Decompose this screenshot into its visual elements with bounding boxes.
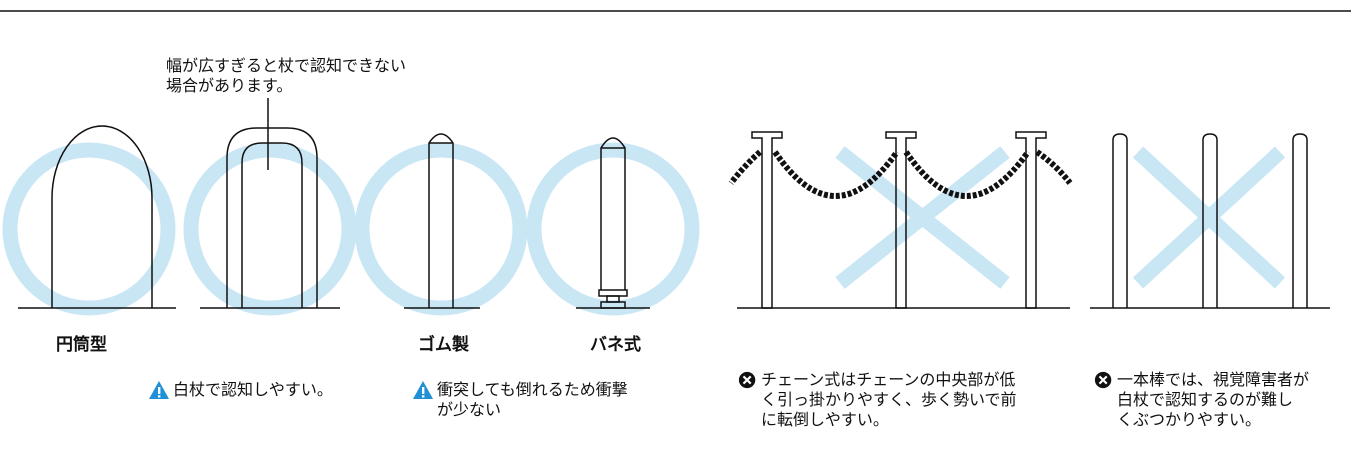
rubber-bollard: [404, 133, 480, 309]
single-posts: [1090, 133, 1330, 309]
cross-circle-icon: [738, 371, 756, 389]
cross-circle-icon: [1094, 371, 1112, 389]
spring-bollard: [576, 137, 650, 309]
good-circle-cylinder: [2, 142, 176, 316]
bad-x-chain-b: [835, 146, 1010, 289]
note-chain-text: チェーン式はチェーンの中央部が低 く引っ掛かりやすく、歩く勢いで前 に転倒しやす…: [761, 370, 1017, 429]
callout-line-1: 幅が広すぎると杖で認知できない: [166, 56, 407, 75]
chain: [728, 149, 1073, 199]
note-chain: チェーン式はチェーンの中央部が低 く引っ掛かりやすく、歩く勢いで前 に転倒しやす…: [738, 370, 1017, 430]
label-rubber: ゴム製: [418, 335, 469, 355]
warning-triangle-icon: [149, 381, 169, 399]
wide-u-bollard: [200, 98, 340, 309]
bad-marks: [835, 146, 1286, 289]
label-spring: バネ式: [590, 335, 641, 355]
callout-line-2: 場合があります。: [166, 76, 293, 95]
note-white-cane: 白杖で認知しやすい。: [148, 380, 333, 400]
warning-triangle-icon: [413, 381, 433, 399]
good-circle-spring: [526, 142, 700, 316]
note-rubber-spring: 衝突しても倒れるため衝撃 が少ない: [412, 380, 628, 420]
note-single-text: 一本棒では、視覚障害者が 白杖で認知するのが難し くぶつかりやすい。: [1117, 370, 1310, 429]
good-marks: [2, 142, 700, 316]
good-circle-rubber: [354, 142, 528, 316]
good-circle-wide: [183, 142, 357, 316]
note-white-cane-text: 白杖で認知しやすい。: [173, 380, 333, 399]
cylinder-bollard: [18, 125, 176, 309]
note-rubber-spring-text: 衝突しても倒れるため衝撃 が少ない: [437, 380, 628, 419]
label-cylinder: 円筒型: [56, 335, 107, 355]
chain-bollards: [737, 131, 1070, 309]
bad-x-single-b: [1132, 146, 1286, 289]
note-single: 一本棒では、視覚障害者が 白杖で認知するのが難し くぶつかりやすい。: [1094, 370, 1309, 430]
